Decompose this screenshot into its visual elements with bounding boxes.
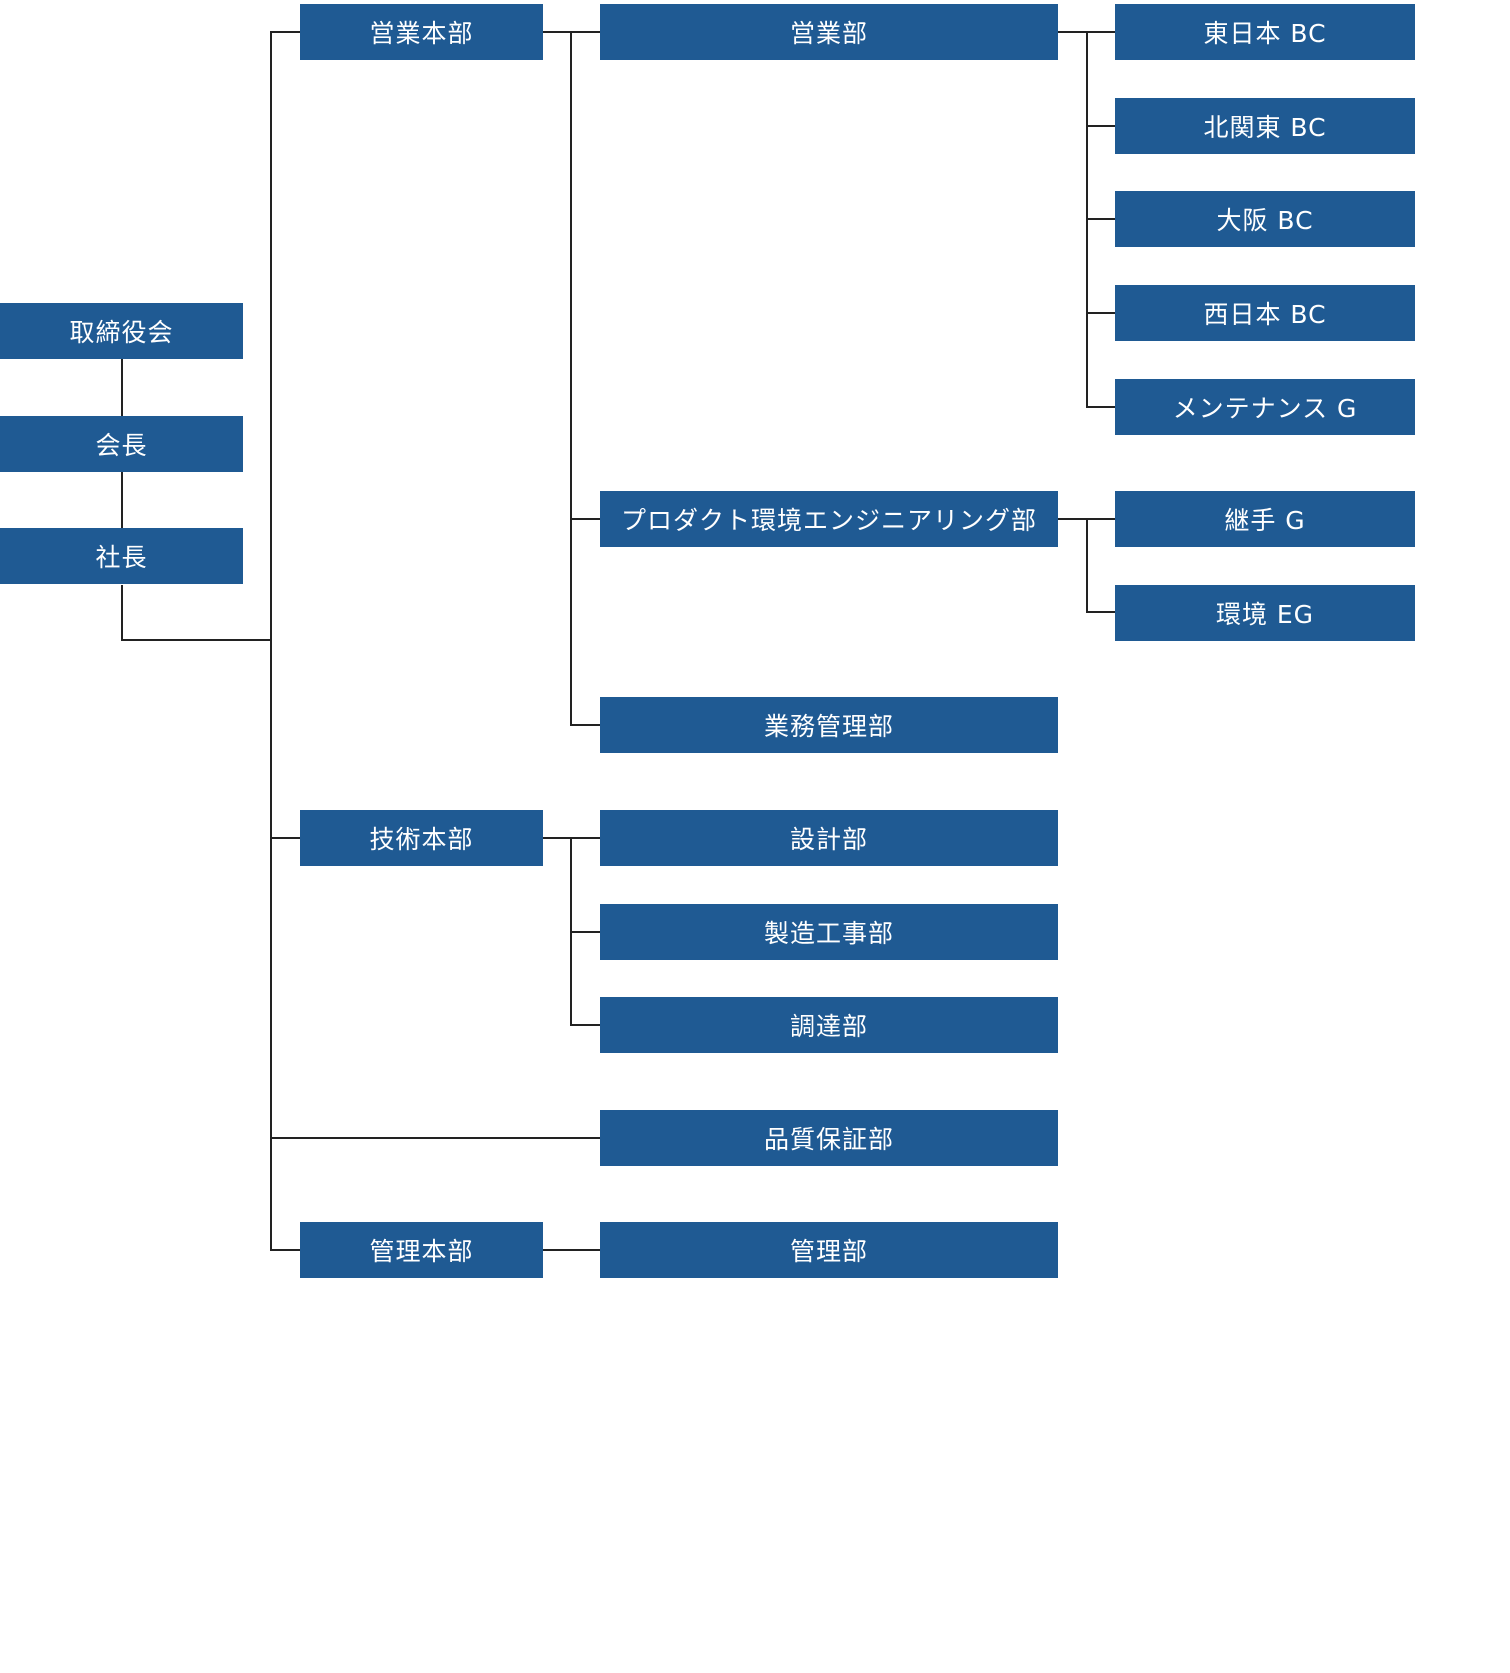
node-maintenance-group: メンテナンス G xyxy=(1115,379,1415,435)
connector-line xyxy=(270,1249,300,1251)
node-product-env-dept: プロダクト環境エンジニアリング部 xyxy=(600,491,1058,547)
connector-line xyxy=(121,359,123,416)
connector-line xyxy=(1086,218,1115,220)
connector-line xyxy=(570,931,600,933)
node-chairman: 会長 xyxy=(0,416,243,472)
connector-line xyxy=(570,518,600,520)
connector-line xyxy=(1086,406,1115,408)
node-branch-osaka: 大阪 BC xyxy=(1115,191,1415,247)
node-business-mgmt-dept: 業務管理部 xyxy=(600,697,1058,753)
node-sales-dept: 営業部 xyxy=(600,4,1058,60)
node-sales-hq: 営業本部 xyxy=(300,4,543,60)
connector-line xyxy=(270,31,300,33)
connector-line xyxy=(1086,125,1115,127)
node-procurement-dept: 調達部 xyxy=(600,997,1058,1053)
connector-line xyxy=(1086,312,1115,314)
connector-line xyxy=(570,724,600,726)
connector-line xyxy=(270,31,272,1251)
connector-line xyxy=(121,472,123,529)
connector-line xyxy=(1086,518,1088,613)
connector-line xyxy=(270,1137,600,1139)
node-joint-group: 継手 G xyxy=(1115,491,1415,547)
connector-line xyxy=(543,1249,600,1251)
connector-line xyxy=(121,639,272,641)
node-president: 社長 xyxy=(0,528,243,584)
node-branch-west-japan: 西日本 BC xyxy=(1115,285,1415,341)
connector-line xyxy=(1086,611,1115,613)
connector-line xyxy=(121,585,123,641)
connector-line xyxy=(570,1024,600,1026)
node-design-dept: 設計部 xyxy=(600,810,1058,866)
node-branch-east-japan: 東日本 BC xyxy=(1115,4,1415,60)
node-env-eg: 環境 EG xyxy=(1115,585,1415,641)
connector-line xyxy=(270,837,300,839)
node-qa-dept: 品質保証部 xyxy=(600,1110,1058,1166)
node-admin-dept: 管理部 xyxy=(600,1222,1058,1278)
connector-line xyxy=(570,31,572,726)
node-board: 取締役会 xyxy=(0,303,243,359)
node-manufacturing-dept: 製造工事部 xyxy=(600,904,1058,960)
node-tech-hq: 技術本部 xyxy=(300,810,543,866)
node-branch-north-kanto: 北関東 BC xyxy=(1115,98,1415,154)
node-admin-hq: 管理本部 xyxy=(300,1222,543,1278)
